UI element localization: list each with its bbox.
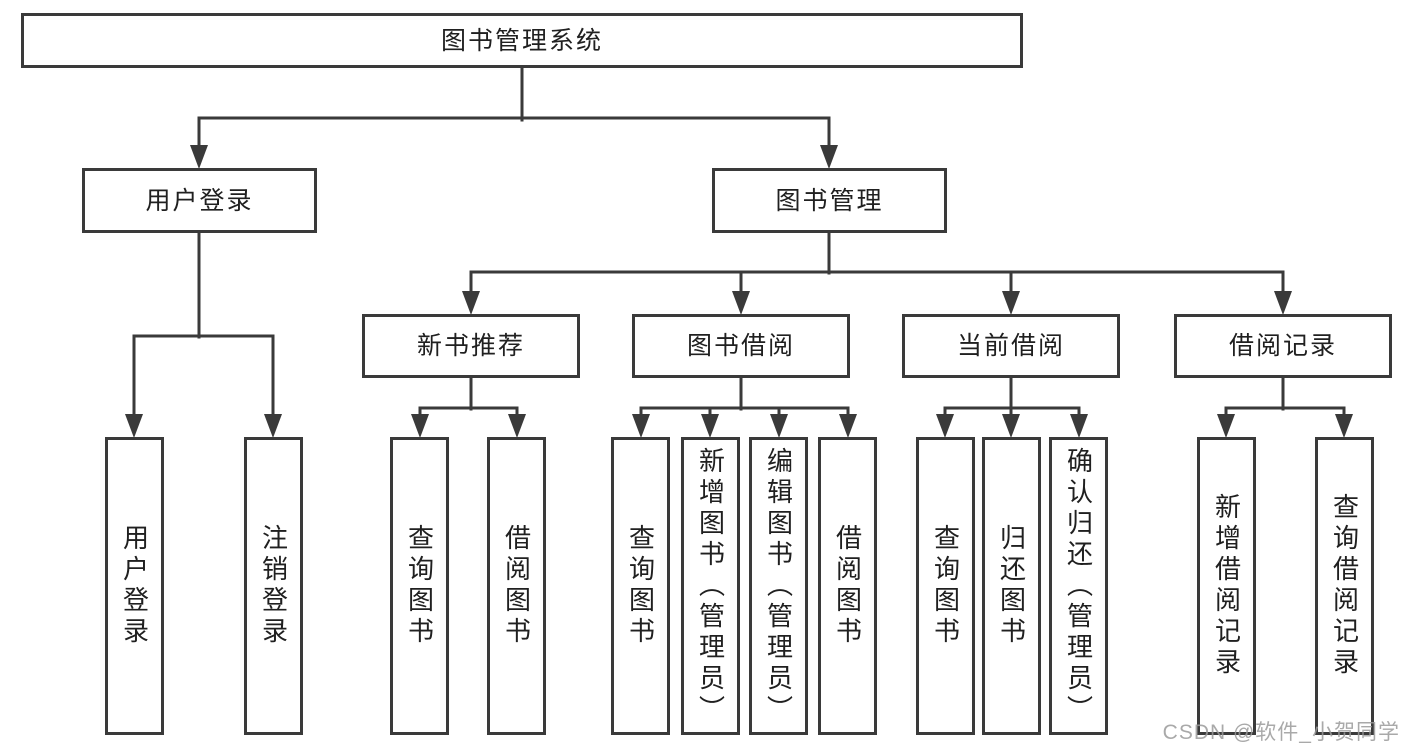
node-library-management-system: 图书管理系统 [21,13,1023,68]
arrowhead [1335,414,1353,438]
node-borrowing-records: 借阅记录 [1174,314,1392,378]
node-new-book-recommendation: 新书推荐 [362,314,580,378]
arrowhead [701,414,719,438]
leaf-borrow-books-recommend: 借阅图书 [487,437,546,735]
node-book-management: 图书管理 [712,168,947,233]
arrowhead [839,414,857,438]
connector-book-management-to-level2 [462,230,1292,315]
arrowhead [1217,414,1235,438]
leaf-borrow-books: 借阅图书 [818,437,877,735]
arrowhead [936,414,954,438]
leaf-logout: 注销登录 [244,437,303,735]
connector-user-login-to-leaves [125,230,282,438]
arrowhead [411,414,429,438]
connector-book-borrowing-to-leaves [632,375,857,438]
leaf-query-books-current: 查询图书 [916,437,975,735]
arrowhead [508,414,526,438]
connector-borrowing-records-to-leaves [1217,375,1353,438]
leaf-query-borrow-record: 查询借阅记录 [1315,437,1374,735]
arrowhead [462,291,480,315]
arrowhead [770,414,788,438]
arrowhead [1274,291,1292,315]
leaf-add-borrow-record: 新增借阅记录 [1197,437,1256,735]
leaf-user-login: 用户登录 [105,437,164,735]
leaf-add-books-admin: 新增图书（管理员） [681,437,740,735]
connector-new-book-recommendation-to-leaves [411,375,526,438]
connector-root-to-level1 [190,65,838,169]
arrowhead [1070,414,1088,438]
arrowhead [1002,291,1020,315]
arrowhead [632,414,650,438]
arrowhead [820,145,838,169]
leaf-edit-books-admin: 编辑图书（管理员） [749,437,808,735]
arrowhead [125,414,143,438]
leaf-return-books: 归还图书 [982,437,1041,735]
leaf-confirm-return-admin: 确认归还（管理员） [1049,437,1108,735]
arrowhead [732,291,750,315]
arrowhead [264,414,282,438]
node-current-borrowing: 当前借阅 [902,314,1120,378]
leaf-query-books-borrowing: 查询图书 [611,437,670,735]
node-user-login: 用户登录 [82,168,317,233]
leaf-query-books-recommend: 查询图书 [390,437,449,735]
connector-current-borrowing-to-leaves [936,375,1088,438]
arrowhead [1002,414,1020,438]
arrowhead [190,145,208,169]
node-book-borrowing: 图书借阅 [632,314,850,378]
